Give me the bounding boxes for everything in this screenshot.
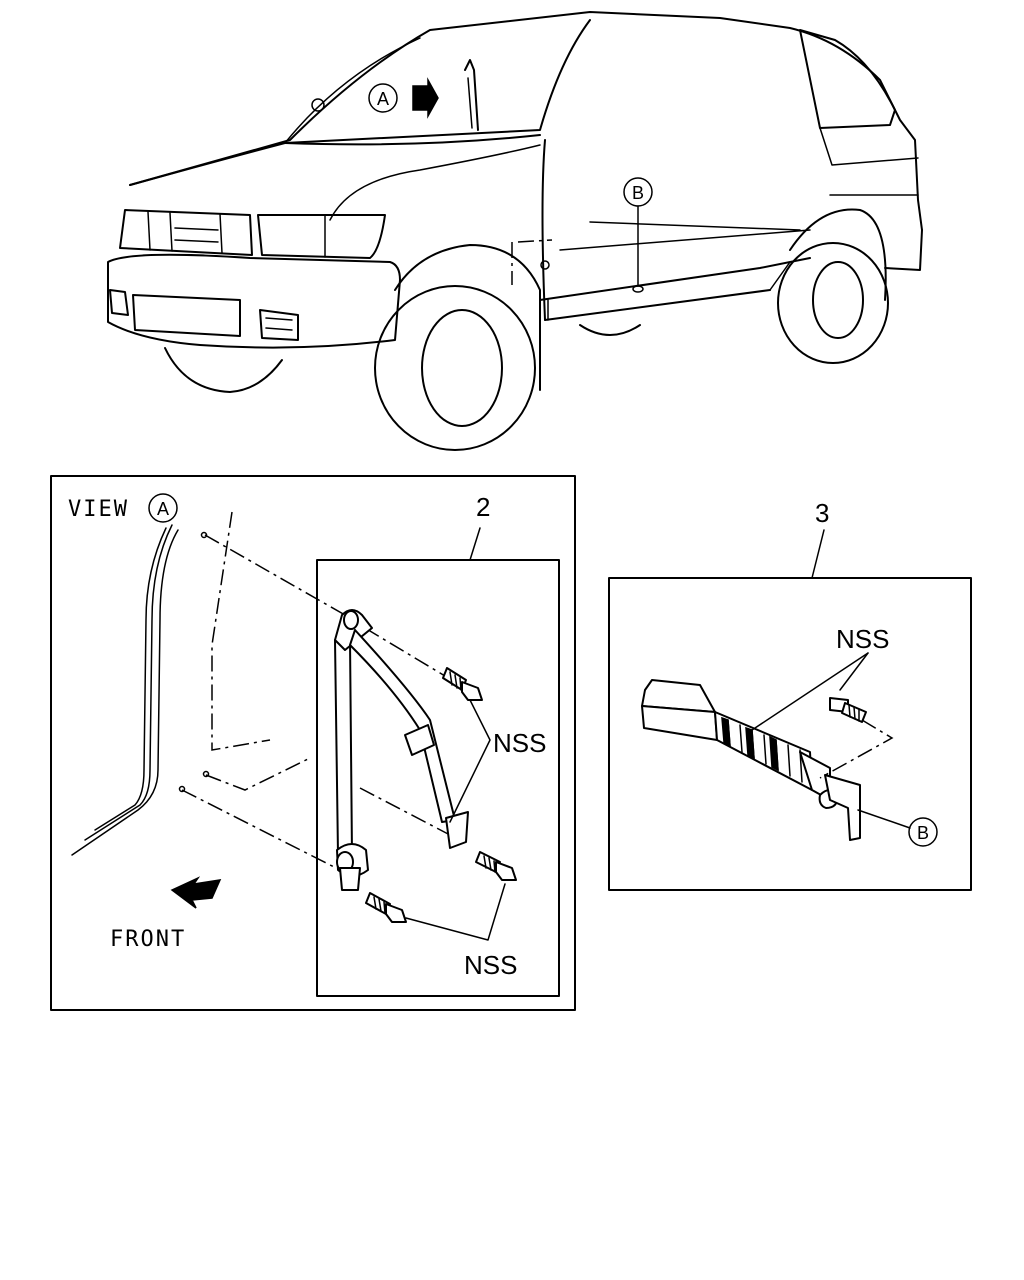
callout-a-label: A	[377, 89, 389, 109]
seat-belt-assembly	[334, 609, 469, 891]
vehicle-illustration: A B	[107, 11, 923, 451]
seat-belt-buckle	[641, 679, 861, 841]
buckle-fastener-label: NSS	[836, 624, 889, 654]
front-label: FRONT	[110, 927, 186, 952]
part-number-2: 2	[476, 492, 490, 522]
view-label: VIEW	[68, 497, 129, 522]
fastener-label-lower: NSS	[464, 950, 517, 980]
bolt-upper-icon	[442, 667, 483, 701]
buckle-frame	[608, 577, 972, 891]
seat-belt-retractor-frame	[316, 559, 560, 997]
buckle-panel: 3 NSS B	[608, 498, 972, 891]
view-direction-arrow-icon	[412, 77, 439, 119]
callout-a-circle	[368, 83, 398, 113]
buckle-marker-label: B	[917, 823, 929, 843]
buckle-marker-circle	[908, 817, 938, 847]
bolt-middle-icon	[475, 851, 517, 881]
fastener-label-upper: NSS	[493, 728, 546, 758]
callout-b-label: B	[632, 183, 644, 203]
view-a-panel: VIEW A 2	[50, 475, 576, 1011]
view-marker-circle	[148, 493, 178, 523]
view-marker-label: A	[157, 499, 169, 519]
buckle-bolt-icon	[829, 697, 867, 723]
part-number-3: 3	[815, 498, 829, 528]
view-a-frame	[50, 475, 576, 1011]
bolt-lower-icon	[365, 892, 407, 923]
front-direction-arrow-icon	[170, 876, 222, 909]
